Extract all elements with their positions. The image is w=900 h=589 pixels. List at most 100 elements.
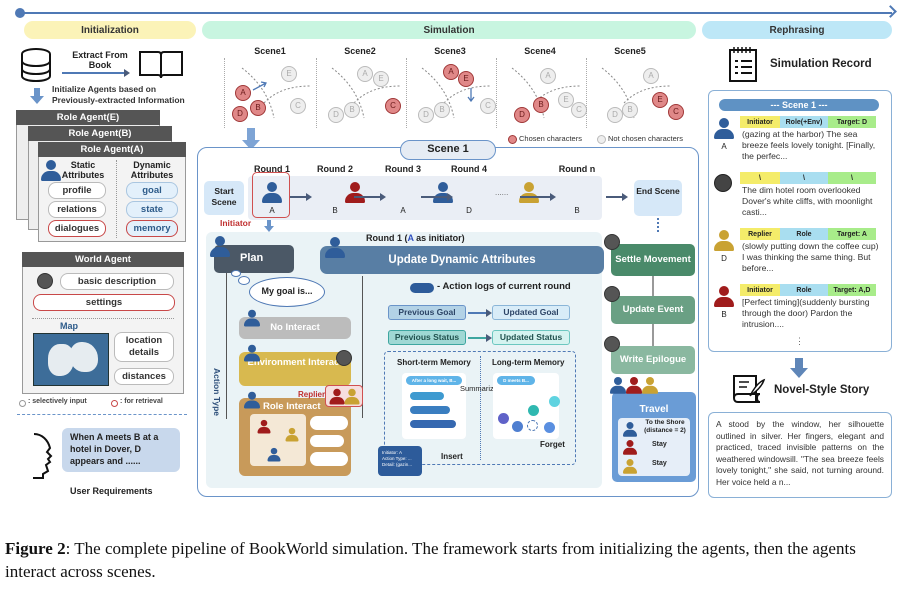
connector-to-update <box>362 276 363 418</box>
database-icon <box>20 48 52 83</box>
round1-down-arrow <box>264 219 274 232</box>
legend-not-chosen-circle <box>597 135 606 144</box>
init-note: Initialize Agents based on Previously-ex… <box>52 84 185 105</box>
simulation-record-title: Simulation Record <box>770 58 872 70</box>
env-agent-icon <box>244 344 260 367</box>
write-epilogue-box: Write Epilogue <box>611 346 695 374</box>
record-agent-letter: A <box>721 142 727 151</box>
attr-state: state <box>126 201 178 218</box>
location-details: location details <box>114 332 174 362</box>
record-globe-icon <box>714 174 732 192</box>
round1-title-pre: Round 1 ( <box>366 233 408 243</box>
extract-arrow <box>62 69 130 77</box>
character-c-not-chosen: C <box>480 98 496 114</box>
character-c-not-chosen: C <box>290 98 306 114</box>
arrow-to-end <box>606 193 628 201</box>
character-b-not-chosen: B <box>622 102 638 118</box>
scene1-title: Scene 1 <box>400 140 496 160</box>
figure-caption: Figure 2: The complete pipeline of BookW… <box>5 537 900 583</box>
novel-story-text: A stood by the window, her silhouette ou… <box>708 412 892 498</box>
legend-chosen-text: Chosen characters <box>519 134 582 143</box>
speech-bubble-2 <box>310 435 344 447</box>
phase-simulation: Simulation <box>202 21 696 39</box>
action-type-bracket <box>226 273 227 419</box>
thought-dot-1 <box>231 270 241 277</box>
distances: distances <box>114 368 174 385</box>
world-agent-header: World Agent <box>22 252 184 267</box>
no-interact-box: No Interact <box>239 317 351 339</box>
legend-red-circle <box>111 400 118 407</box>
ltm-node-1 <box>549 396 560 407</box>
summarize-label: Summarize <box>460 384 498 393</box>
record-tag: Target: A,D <box>828 284 876 296</box>
scene-boundaries <box>601 67 671 119</box>
movement-arrow-icon <box>467 88 475 103</box>
update-dynamic-attributes-box: Update Dynamic Attributes <box>320 246 604 274</box>
extract-label: Extract From Book <box>72 50 128 70</box>
legend-not-chosen-text: Not chosen characters <box>608 134 684 143</box>
role-interaction-graph <box>250 414 306 466</box>
map-label: Map <box>60 321 78 331</box>
round-agent-letter: B <box>574 206 580 215</box>
round-arrow <box>421 193 453 201</box>
attr-goal: goal <box>126 182 178 199</box>
attr-relations: relations <box>48 201 106 218</box>
stm-item: After a long wait, B... <box>406 376 462 385</box>
round-agent-letter: D <box>466 206 472 215</box>
action-type-label: Action Type <box>212 368 222 417</box>
settle-globe-icon <box>604 234 620 250</box>
round-agent-letter: A <box>400 206 406 215</box>
goal-arrow <box>468 309 492 317</box>
phase-initialization: Initialization <box>24 21 196 39</box>
record-tag: Role(+Env) <box>780 116 828 128</box>
ltm-node-3 <box>498 413 509 424</box>
speech-bubble-3 <box>310 452 348 466</box>
round-arrow <box>520 193 556 201</box>
status-arrow <box>468 334 492 342</box>
scene-boundaries <box>421 67 491 119</box>
character-a-chosen: A <box>443 64 459 80</box>
record-agent-letter: B <box>721 310 727 319</box>
travel-a-action: To the Shore (distance = 2) <box>644 419 686 434</box>
replier-highlight <box>325 385 363 407</box>
down-arrow-init <box>30 88 44 104</box>
travel-group-icon <box>610 377 658 399</box>
round-agent-letter: B <box>332 206 338 215</box>
record-text: (slowly putting down the coffee cup) I w… <box>742 241 879 273</box>
scene-boundaries <box>331 67 401 119</box>
record-tag: Role <box>780 228 828 240</box>
record-tag: \ <box>740 172 780 184</box>
user-requirements-label: User Requirements <box>70 486 153 496</box>
character-d-not-chosen: D <box>418 107 434 123</box>
no-interact-agent-icon <box>244 309 260 332</box>
record-tag: Initiator <box>740 284 780 296</box>
round-label: Round 1 <box>254 164 290 174</box>
scroll-quill-icon <box>730 372 766 406</box>
epilogue-globe-icon <box>604 336 620 352</box>
scene-label: Scene5 <box>614 46 646 56</box>
character-b-not-chosen: B <box>344 102 360 118</box>
round-label: Round 2 <box>317 164 353 174</box>
replier-label: Replier <box>298 390 326 399</box>
character-d-not-chosen: D <box>328 107 344 123</box>
ltm-node-4 <box>512 421 523 432</box>
attr-memory: memory <box>126 220 178 237</box>
scene-divider <box>224 58 225 128</box>
short-term-memory-label: Short-term Memory <box>397 358 471 367</box>
legend-for-retrieval: : for retrieval <box>120 398 163 405</box>
basic-description: basic description <box>60 273 174 290</box>
figure-label: Figure 2 <box>5 539 66 558</box>
settle-movement-box: Settle Movement <box>611 244 695 276</box>
character-c-not-chosen: C <box>571 102 587 118</box>
previous-goal: Previous Goal <box>388 305 466 320</box>
round-label: Round 3 <box>385 164 421 174</box>
scene-divider <box>406 58 407 128</box>
scene-boundaries <box>241 67 311 119</box>
travel-b-action: Stay <box>652 441 667 448</box>
world-settings: settings <box>33 294 175 311</box>
scene-label: Scene4 <box>524 46 556 56</box>
record-more: ⋮ <box>795 336 804 346</box>
update-agent-icon <box>325 237 345 264</box>
record-agent-icon <box>714 286 734 313</box>
